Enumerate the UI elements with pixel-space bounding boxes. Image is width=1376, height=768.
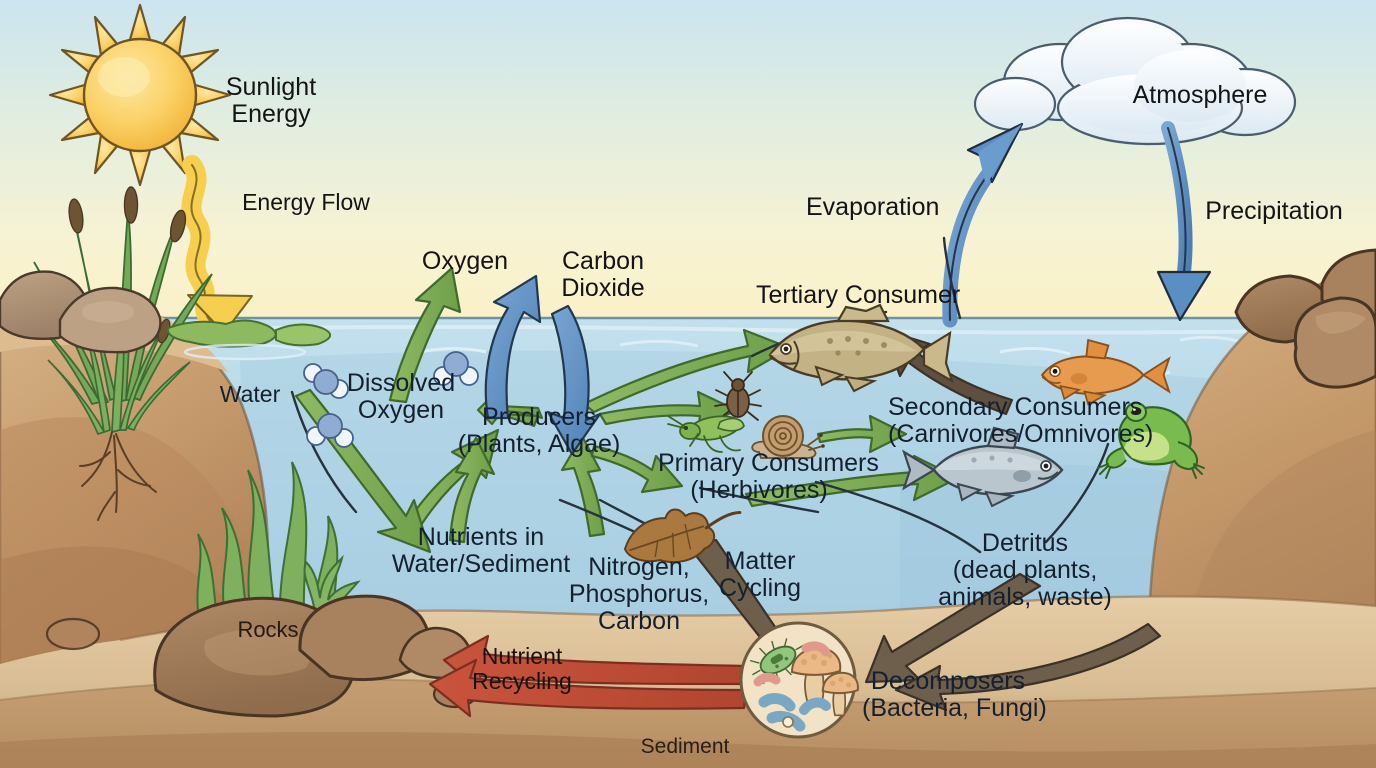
atmosphere-cloud-icon <box>973 16 1297 146</box>
energy-flow-arrow <box>181 155 253 336</box>
sun-icon <box>48 3 232 187</box>
dissolved-oxygen-molecules <box>303 351 479 448</box>
bank-rocks <box>0 270 162 354</box>
bass-fish-icon <box>768 303 954 393</box>
dead-leaf-icon <box>623 508 742 564</box>
frog-icon <box>1097 402 1205 479</box>
goldfish-icon <box>1040 338 1171 406</box>
coral-algae <box>303 554 361 623</box>
nutrient-recycling-arrows <box>428 634 748 718</box>
right-bank-rocks <box>1234 248 1376 389</box>
grasshopper-icon <box>667 415 745 453</box>
precipitation-arrow <box>1156 121 1212 322</box>
evaporation-arrow <box>942 122 1024 328</box>
carbon-dioxide-arrow <box>484 274 602 456</box>
sediment-rocks <box>45 594 478 718</box>
decomposers-circle <box>739 621 859 739</box>
trout-fish-icon <box>902 426 1064 508</box>
algae-mat <box>166 319 331 361</box>
snail-icon <box>751 415 825 459</box>
